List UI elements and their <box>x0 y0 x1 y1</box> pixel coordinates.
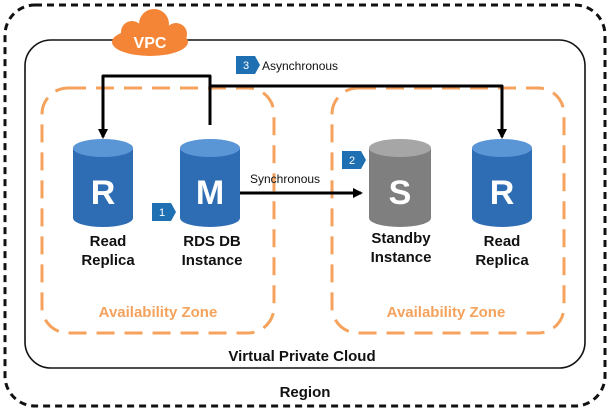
standby-instance-label-line1: Standby <box>371 230 431 247</box>
async-line-to-left-replica <box>98 74 212 139</box>
availability-zone-right-label: Availability Zone <box>387 304 506 321</box>
svg-text:3: 3 <box>243 60 249 72</box>
standby-instance-label-line2: Instance <box>371 249 432 266</box>
standby-instance-database-icon: S <box>369 139 431 227</box>
rds-instance-label-line1: RDS DB <box>183 233 241 250</box>
read-replica-right-label-line1: Read <box>484 233 521 250</box>
svg-text:M: M <box>196 174 224 212</box>
rds-instance-label-line2: Instance <box>182 252 243 269</box>
region-label: Region <box>280 384 331 401</box>
svg-text:R: R <box>490 174 515 212</box>
rds-instance-database-icon: M <box>180 139 240 227</box>
vpc-boundary <box>24 39 586 369</box>
synchronous-label: Synchronous <box>250 172 320 186</box>
region-boundary <box>3 3 607 408</box>
svg-text:2: 2 <box>349 155 355 167</box>
step-badge-1: 1 <box>152 203 176 221</box>
read-replica-right-label-line2: Replica <box>475 252 529 269</box>
read-replica-left-database-icon: R <box>73 139 133 227</box>
availability-zone-left <box>40 86 276 335</box>
vpc-label: Virtual Private Cloud <box>228 348 375 365</box>
vpc-badge-label: VPC <box>134 35 167 52</box>
step-badge-3: 3 <box>236 56 260 74</box>
availability-zone-left-label: Availability Zone <box>99 304 218 321</box>
read-replica-left-label-line2: Replica <box>81 252 135 269</box>
svg-text:S: S <box>389 174 412 212</box>
svg-text:R: R <box>91 174 116 212</box>
async-line-to-right-replica <box>210 84 507 139</box>
vpc-cloud-icon: VPC <box>112 9 188 56</box>
step-badge-2: 2 <box>342 151 366 169</box>
read-replica-left-label-line1: Read <box>90 233 127 250</box>
read-replica-right-database-icon: R <box>472 139 532 227</box>
svg-text:1: 1 <box>159 207 165 219</box>
asynchronous-label: Asynchronous <box>262 59 338 73</box>
availability-zone-right <box>330 86 566 335</box>
